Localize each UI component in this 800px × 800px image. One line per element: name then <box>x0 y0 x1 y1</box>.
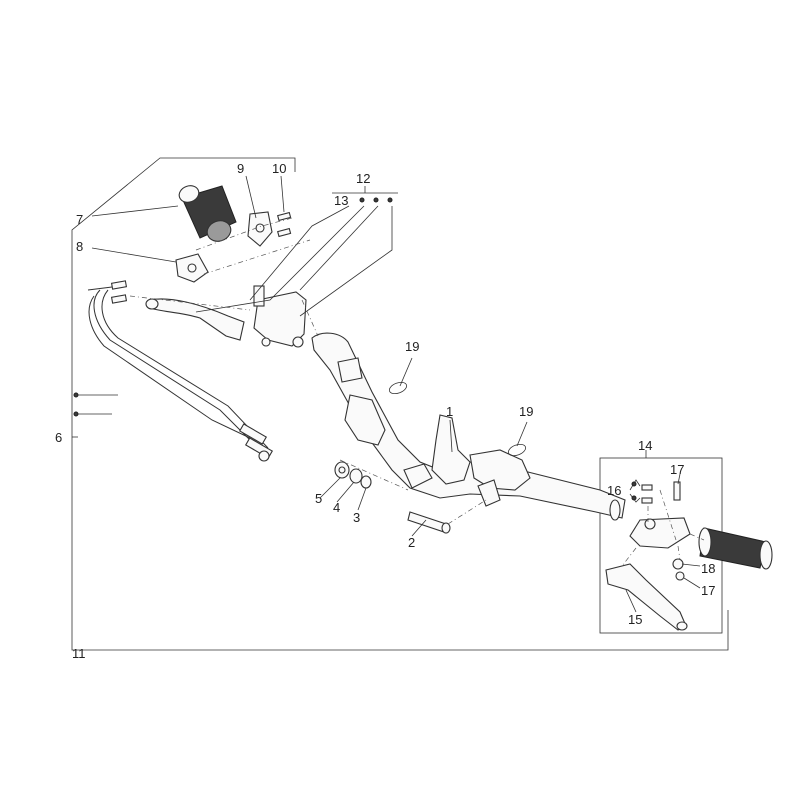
part-labels: 1 2 3 4 5 6 7 8 9 10 11 12 13 14 15 16 1… <box>55 161 715 661</box>
label-13: 13 <box>334 193 348 208</box>
clip-19-right <box>507 443 527 457</box>
lever-support-bracket <box>629 517 691 549</box>
label-17-top: 17 <box>670 462 684 477</box>
label-19-right: 19 <box>519 404 533 419</box>
right-lever-15 <box>605 563 688 631</box>
label-4: 4 <box>333 500 340 515</box>
counterweight-9 <box>247 211 273 247</box>
right-grip <box>698 527 773 570</box>
nut-18 <box>672 558 684 570</box>
washer-17-bottom <box>675 571 685 581</box>
label-12: 12 <box>356 171 370 186</box>
bracket-12 <box>332 186 398 194</box>
left-grip <box>178 185 237 242</box>
label-19-left: 19 <box>405 339 419 354</box>
throttle-cables-6 <box>73 280 274 462</box>
label-9: 9 <box>237 161 244 176</box>
label-14: 14 <box>638 438 652 453</box>
nut-5 <box>334 461 350 479</box>
label-10: 10 <box>272 161 286 176</box>
handlebar-frame <box>311 332 626 521</box>
label-18: 18 <box>701 561 715 576</box>
left-brake-lever <box>145 298 245 341</box>
label-16: 16 <box>607 483 621 498</box>
label-6: 6 <box>55 430 62 445</box>
screw-17-top <box>673 481 681 501</box>
master-cylinder-13 <box>253 285 307 348</box>
screws-16 <box>641 484 653 504</box>
label-1: 1 <box>446 404 453 419</box>
clamp-8 <box>175 253 209 283</box>
label-2: 2 <box>408 535 415 550</box>
label-8: 8 <box>76 239 83 254</box>
assembly-axis-lines <box>129 217 705 567</box>
label-17-bottom: 17 <box>701 583 715 598</box>
bolt-2 <box>407 511 451 534</box>
leader-lines <box>72 175 701 613</box>
label-15: 15 <box>628 612 642 627</box>
screws-10 <box>277 211 292 238</box>
washer-3 <box>360 475 372 489</box>
clip-19-left <box>388 381 408 395</box>
label-5: 5 <box>315 491 322 506</box>
label-7: 7 <box>76 212 83 227</box>
label-3: 3 <box>353 510 360 525</box>
label-11: 11 <box>72 646 86 661</box>
washer-4 <box>349 468 363 484</box>
assembly-bracket-11 <box>71 157 729 651</box>
